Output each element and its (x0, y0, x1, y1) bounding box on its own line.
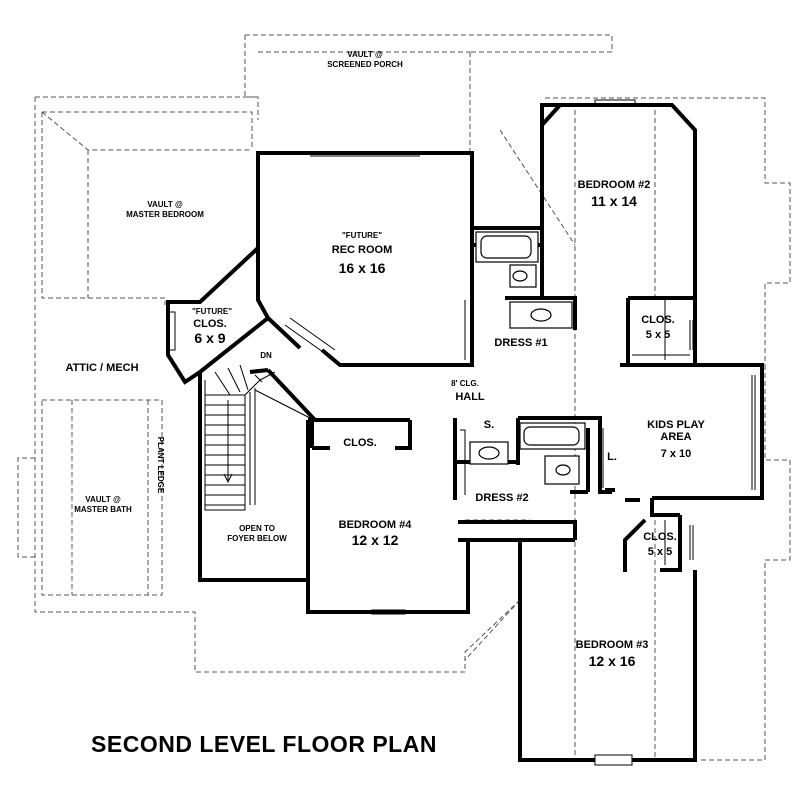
kids-play-label-1: KIDS PLAY (647, 419, 705, 431)
rec-room-name: REC ROOM (332, 244, 393, 256)
roof-outline-dashed (17, 34, 791, 761)
future-closet-size: 6 x 9 (194, 330, 225, 346)
open-foyer-label-1: OPEN TO (239, 524, 275, 533)
detail-lines (168, 99, 756, 766)
porch-label-2: SCREENED PORCH (327, 60, 403, 69)
bath-s-label: S. (484, 419, 494, 431)
future-closet-note: "FUTURE" (192, 307, 232, 316)
attic-mech-label: ATTIC / MECH (65, 362, 138, 374)
future-closet-name: CLOS. (193, 318, 227, 330)
bedroom-2-closet-name: CLOS. (641, 314, 675, 326)
bedroom-2-size: 11 x 14 (591, 193, 637, 209)
bedroom-2-name: BEDROOM #2 (578, 179, 651, 191)
hall-note: 8' CLG. (451, 379, 479, 388)
kids-play-label-2: AREA (660, 431, 691, 443)
bedroom-4-name: BEDROOM #4 (339, 519, 413, 531)
master-bath-vault-label-2: MASTER BATH (74, 505, 132, 514)
bedroom-3-closet-name: CLOS. (643, 531, 677, 543)
bedroom-2-closet-size: 5 x 5 (646, 329, 670, 341)
bath-fixtures (469, 231, 586, 485)
stair-down-label: DN (260, 351, 272, 360)
master-bedroom-vault-label-2: MASTER BEDROOM (126, 210, 204, 219)
rec-room-note: "FUTURE" (342, 231, 382, 240)
plant-ledge-label: PLANT LEDGE (156, 437, 165, 494)
dress-1-label: DRESS #1 (494, 337, 547, 349)
bedroom-4-closet-label: CLOS. (343, 437, 377, 449)
master-bath-vault-label-1: VAULT @ (85, 495, 121, 504)
bedroom-3-size: 12 x 16 (589, 653, 636, 669)
staircase (204, 364, 311, 511)
bedroom-3-closet-size: 5 x 5 (648, 546, 672, 558)
hall-label: HALL (455, 391, 485, 403)
open-foyer-label-2: FOYER BELOW (227, 534, 287, 543)
master-bedroom-vault-label-1: VAULT @ (147, 200, 183, 209)
bedroom-4-size: 12 x 12 (352, 532, 399, 548)
kids-play-size: 7 x 10 (661, 448, 692, 460)
plan-title: SECOND LEVEL FLOOR PLAN (91, 731, 437, 757)
bath-l-label: L. (607, 451, 617, 463)
dress-2-label: DRESS #2 (475, 492, 528, 504)
porch-label-1: VAULT @ (347, 50, 383, 59)
rec-room-size: 16 x 16 (339, 260, 386, 276)
bedroom-3-name: BEDROOM #3 (576, 639, 649, 651)
